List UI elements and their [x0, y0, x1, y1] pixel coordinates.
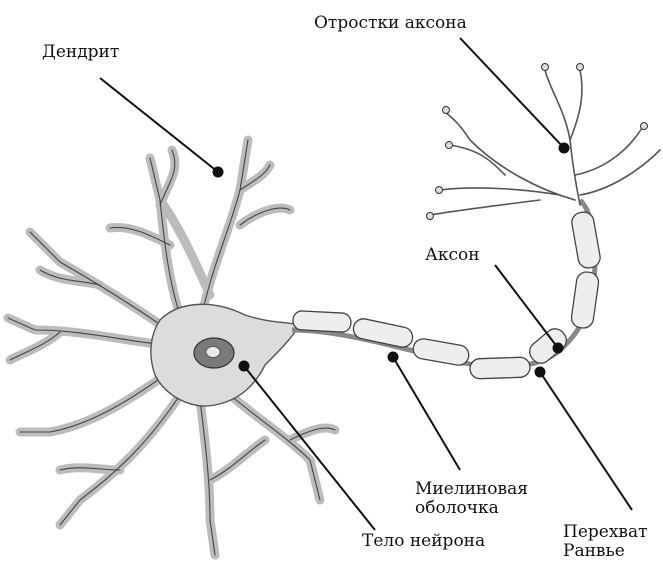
label-dendrite-text: Дендрит — [42, 43, 119, 62]
leader-lines — [100, 38, 632, 530]
label-axon-terminals: Отростки аксона — [314, 14, 467, 33]
label-myelin-line1: Миелиновая — [415, 480, 528, 499]
label-axon-text: Аксон — [425, 246, 480, 265]
label-myelin-line2: оболочка — [415, 499, 528, 518]
label-cell-body-text: Тело нейрона — [362, 532, 485, 551]
label-axon: Аксон — [425, 246, 480, 265]
nucleolus — [206, 347, 220, 358]
label-ranvier-node: Перехват Ранвье — [563, 523, 648, 561]
label-dendrite: Дендрит — [42, 43, 119, 62]
terminal-bulbs — [427, 64, 648, 220]
label-cell-body: Тело нейрона — [362, 532, 485, 551]
label-myelin-sheath: Миелиновая оболочка — [415, 480, 528, 518]
label-axon-terminals-text: Отростки аксона — [314, 14, 467, 33]
myelin-sheath — [293, 211, 602, 380]
label-ranvier-line2: Ранвье — [563, 542, 648, 561]
label-ranvier-line1: Перехват — [563, 523, 648, 542]
axon-terminals — [430, 70, 660, 215]
